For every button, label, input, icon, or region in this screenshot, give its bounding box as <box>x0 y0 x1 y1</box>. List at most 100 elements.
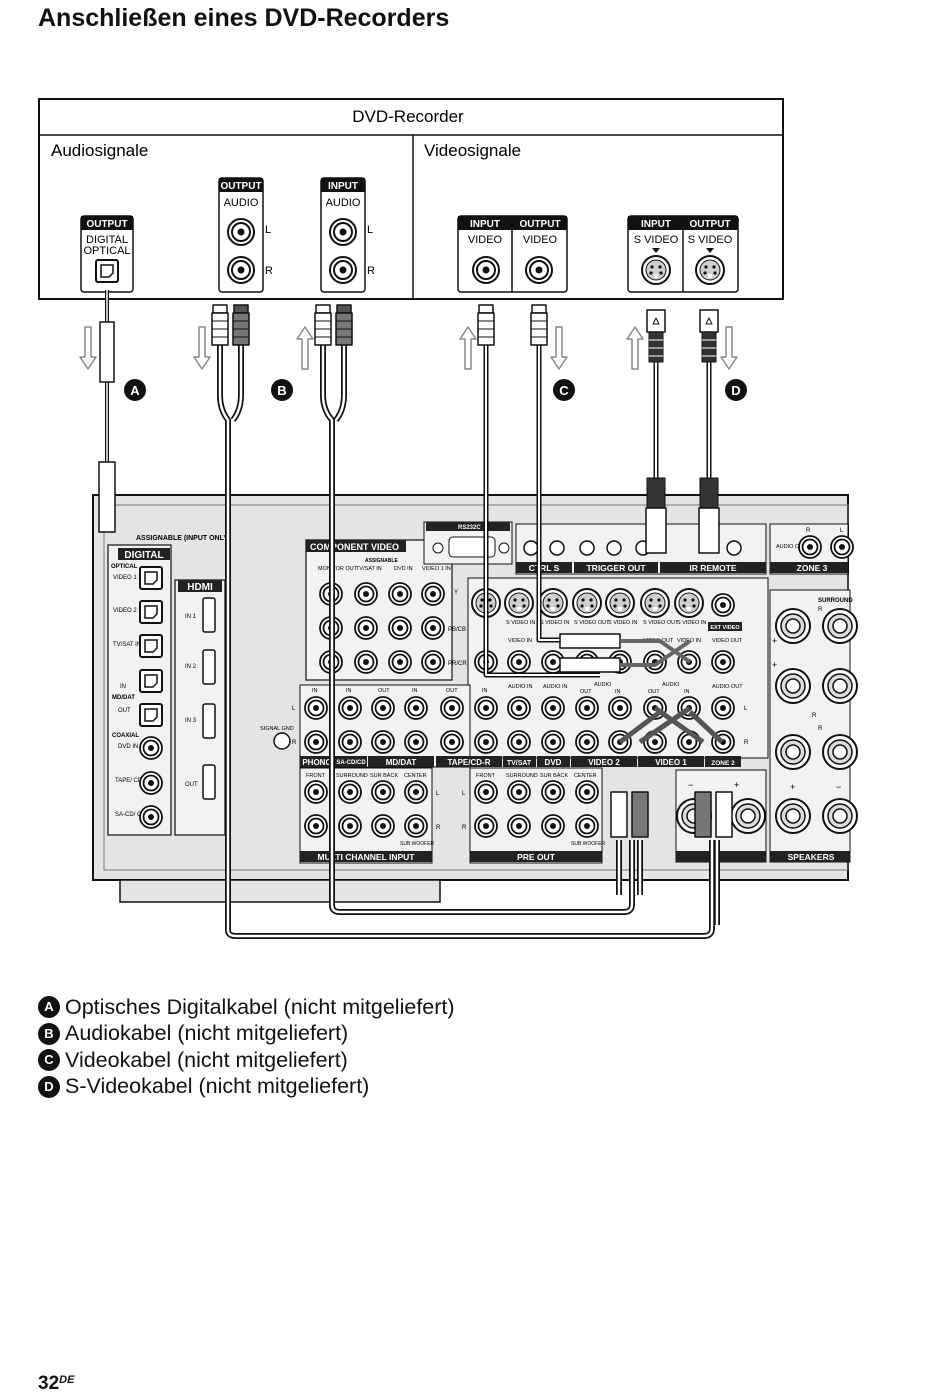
svg-text:SA-CD/CD: SA-CD/CD <box>336 760 366 766</box>
svg-text:OUT: OUT <box>580 689 592 695</box>
legend-item-a: A Optisches Digitalkabel (nicht mitgelie… <box>38 994 455 1021</box>
svg-text:MD/DAT: MD/DAT <box>386 758 417 767</box>
svg-text:DVD IN: DVD IN <box>118 744 138 750</box>
svg-text:COMPONENT VIDEO: COMPONENT VIDEO <box>310 542 399 552</box>
svg-text:OUTPUT: OUTPUT <box>86 219 127 230</box>
svg-text:IN: IN <box>346 688 352 694</box>
svg-text:SURROUND: SURROUND <box>818 598 853 604</box>
svg-text:VIDEO 1 IN: VIDEO 1 IN <box>422 566 451 572</box>
svg-text:OPTICAL: OPTICAL <box>111 564 138 570</box>
svg-text:MONITOR OUT: MONITOR OUT <box>318 566 358 572</box>
svg-text:MULTI CHANNEL INPUT: MULTI CHANNEL INPUT <box>318 852 416 862</box>
recorder-title: DVD-Recorder <box>352 107 464 126</box>
svg-text:INPUT: INPUT <box>328 181 358 192</box>
recorder-audio-input[interactable]: INPUT AUDIO L R <box>320 177 375 293</box>
svg-text:IN 2: IN 2 <box>185 664 197 670</box>
svg-text:S VIDEO IN: S VIDEO IN <box>677 620 706 626</box>
svg-text:DIGITAL: DIGITAL <box>124 550 163 561</box>
cable-marker-d: D <box>725 379 747 401</box>
recorder-audio-output[interactable]: OUTPUT AUDIO L R <box>218 177 273 293</box>
cable-c-video <box>477 304 692 678</box>
svg-text:SUR BACK: SUR BACK <box>540 773 568 779</box>
legend-marker-d: D <box>38 1075 60 1098</box>
page-number-suffix: DE <box>59 1374 75 1386</box>
svg-text:PHONO: PHONO <box>302 758 331 767</box>
svg-text:EXT VIDEO: EXT VIDEO <box>710 625 740 631</box>
connection-diagram: DVD-Recorder Audiosignale Videosignale O… <box>38 98 858 939</box>
svg-text:ASSIGNABLE (INPUT ONLY): ASSIGNABLE (INPUT ONLY) <box>136 535 230 542</box>
svg-text:CENTER: CENTER <box>404 773 427 779</box>
rs232c-port: RS232C <box>423 521 513 565</box>
svg-text:COAXIAL: COAXIAL <box>112 733 139 739</box>
svg-text:FRONT: FRONT <box>306 773 326 779</box>
svg-text:R: R <box>292 740 297 746</box>
svg-text:+: + <box>772 636 777 646</box>
svg-text:IN: IN <box>120 684 126 690</box>
cable-d-svideo <box>645 309 720 554</box>
svg-text:S VIDEO IN: S VIDEO IN <box>608 620 637 626</box>
svg-text:S VIDEO OUT: S VIDEO OUT <box>574 620 610 626</box>
svg-text:CENTER: CENTER <box>574 773 597 779</box>
svg-text:DVD: DVD <box>545 758 562 767</box>
svg-text:ZONE 3: ZONE 3 <box>797 563 828 573</box>
cable-marker-c: C <box>553 379 575 401</box>
page-title: Anschließen eines DVD-Recorders <box>38 4 450 32</box>
audio-section-label: Audiosignale <box>51 141 148 160</box>
svg-text:L: L <box>265 224 271 236</box>
svg-text:AUDIO IN: AUDIO IN <box>508 684 532 690</box>
recorder-optical-output[interactable]: OUTPUT DIGITAL OPTICAL <box>80 215 134 293</box>
svg-text:SA-CD/ CD IN: SA-CD/ CD IN <box>115 812 153 818</box>
cable-marker-b: B <box>271 379 293 401</box>
svg-text:TV/SAT: TV/SAT <box>507 760 532 767</box>
svg-text:+: + <box>772 660 777 670</box>
cable-legend: A Optisches Digitalkabel (nicht mitgelie… <box>38 994 455 1100</box>
svg-text:IN 3: IN 3 <box>185 718 197 724</box>
legend-text-d: S-Videokabel (nicht mitgeliefert) <box>65 1074 370 1099</box>
svg-text:OPTICAL: OPTICAL <box>83 245 130 257</box>
svg-text:FRONT: FRONT <box>476 773 496 779</box>
svg-text:R: R <box>367 265 375 277</box>
svg-text:C: C <box>559 383 569 398</box>
legend-marker-c: C <box>38 1049 60 1072</box>
svg-text:RS232C: RS232C <box>458 525 481 531</box>
recorder-svideo-jacks[interactable]: INPUT OUTPUT S VIDEO S VIDEO <box>627 215 739 293</box>
control-jacks-section: CTRL S TRIGGER OUT IR REMOTE <box>515 523 767 575</box>
svg-text:VIDEO: VIDEO <box>468 234 503 246</box>
svg-text:DIGITAL: DIGITAL <box>86 234 128 246</box>
svg-text:−: − <box>836 782 841 792</box>
svg-text:VIDEO OUT: VIDEO OUT <box>712 638 743 644</box>
legend-marker-a: A <box>38 996 60 1019</box>
legend-text-b: Audiokabel (nicht mitgeliefert) <box>65 1021 349 1046</box>
svg-text:VIDEO IN: VIDEO IN <box>508 638 532 644</box>
svg-text:TRIGGER OUT: TRIGGER OUT <box>586 563 646 573</box>
page-number: 32DE <box>38 1373 74 1395</box>
svg-text:IN 1: IN 1 <box>185 614 197 620</box>
svg-text:VIDEO 1 IN: VIDEO 1 IN <box>113 575 144 581</box>
svg-text:S VIDEO: S VIDEO <box>634 234 679 246</box>
svg-text:AUDIO IN: AUDIO IN <box>543 684 567 690</box>
svg-text:L: L <box>367 224 373 236</box>
svg-text:IN: IN <box>684 689 690 695</box>
legend-item-d: D S-Videokabel (nicht mitgeliefert) <box>38 1074 455 1101</box>
svg-text:Y: Y <box>454 590 458 596</box>
svg-text:HDMI: HDMI <box>187 582 213 593</box>
svg-text:R: R <box>462 825 467 831</box>
recorder-video-jacks[interactable]: INPUT OUTPUT VIDEO VIDEO <box>457 215 568 293</box>
svg-text:OUT: OUT <box>378 688 390 694</box>
svg-text:L: L <box>744 706 748 712</box>
svg-text:L: L <box>840 528 844 534</box>
zone3-section: AUDIO OUT R L ZONE 3 <box>769 523 854 575</box>
svg-text:R: R <box>436 825 441 831</box>
svg-text:TV/SAT IN: TV/SAT IN <box>356 566 382 572</box>
svg-text:−: − <box>688 780 693 790</box>
svg-text:OUT: OUT <box>118 708 131 714</box>
cable-b-audio <box>211 304 733 939</box>
svg-text:ASSIGNABLE: ASSIGNABLE <box>365 558 398 564</box>
svg-text:R: R <box>265 265 273 277</box>
svg-text:S VIDEO: S VIDEO <box>688 234 733 246</box>
svg-text:IN: IN <box>615 689 621 695</box>
legend-item-b: B Audiokabel (nicht mitgeliefert) <box>38 1021 455 1048</box>
svg-text:AUDIO OUT: AUDIO OUT <box>712 684 743 690</box>
svg-text:S VIDEO IN: S VIDEO IN <box>540 620 569 626</box>
svg-text:INPUT: INPUT <box>470 219 500 230</box>
